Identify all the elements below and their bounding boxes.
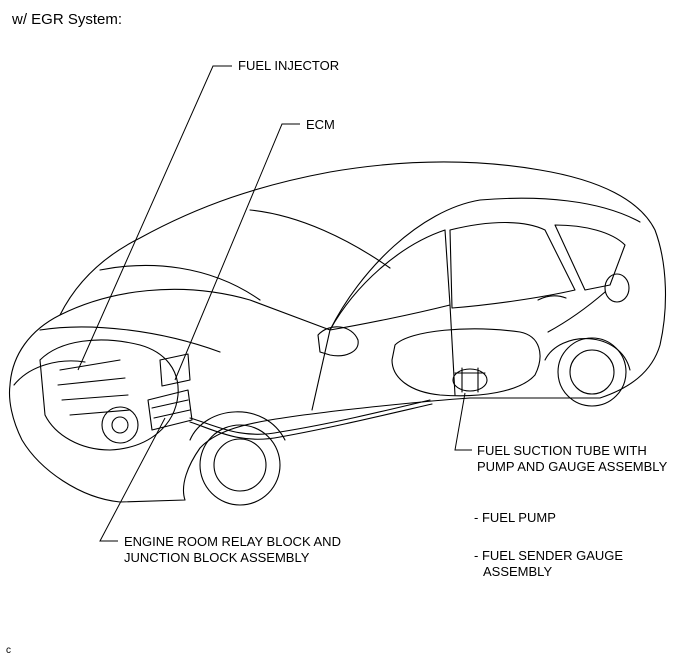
door-line-front [311, 329, 331, 411]
fuel-line-2 [189, 403, 433, 440]
suction-tube-label-line2: PUMP AND GAUGE ASSEMBLY [477, 459, 668, 474]
door-line-mid [449, 304, 456, 396]
rear-quarter-window [554, 224, 626, 291]
fuel-filler-cap [604, 273, 630, 303]
front-side-window [329, 229, 451, 331]
fuel-line-1 [189, 399, 431, 435]
engine-detail-1 [57, 359, 131, 416]
engine-gear-hub [111, 416, 129, 434]
leader-fuel-injector [77, 65, 232, 371]
relay-block [147, 389, 193, 431]
sender-gauge-label-line1: - FUEL SENDER GAUGE [474, 548, 624, 563]
headlight [13, 360, 86, 386]
rear-wheel-arch [544, 338, 631, 371]
fuel-pump-assembly [452, 368, 488, 392]
door-handle [537, 295, 567, 301]
rear-wheel [557, 337, 627, 407]
rear-wheel-hub [569, 349, 615, 395]
ecm-module [159, 353, 191, 387]
pump-flange [454, 367, 486, 393]
page-title: w/ EGR System: [12, 11, 123, 28]
windshield-edge [99, 264, 261, 301]
relay-block-label-line2: JUNCTION BLOCK ASSEMBLY [124, 550, 310, 565]
front-wheel [199, 424, 281, 506]
fuel-pump-label: - FUEL PUMP [474, 510, 556, 525]
roof-panel-line [249, 209, 391, 269]
rear-side-window [449, 221, 576, 309]
fuel-tank [391, 328, 541, 397]
relay-block-label-line1: ENGINE ROOM RELAY BLOCK AND [124, 534, 341, 549]
side-mirror [317, 326, 359, 357]
engine-block [39, 339, 179, 451]
suction-tube-label-line1: FUEL SUCTION TUBE WITH [477, 443, 647, 458]
leader-ecm [174, 123, 300, 381]
leader-suction-tube [454, 392, 472, 451]
hood-line [39, 326, 221, 353]
relay-block-detail [151, 399, 191, 419]
fuel-filler-pipe [547, 291, 606, 333]
ecm-label: ECM [306, 117, 335, 132]
leader-relay-block [99, 417, 166, 542]
figure-code: c [6, 645, 11, 656]
front-wheel-arch [189, 411, 286, 441]
roof-line [59, 197, 641, 331]
car-body-outline [8, 161, 667, 503]
fuel-injector-label: FUEL INJECTOR [238, 58, 340, 73]
sender-gauge-label-line2: ASSEMBLY [483, 564, 553, 579]
engine-gear [101, 406, 139, 444]
front-wheel-hub [213, 438, 267, 492]
